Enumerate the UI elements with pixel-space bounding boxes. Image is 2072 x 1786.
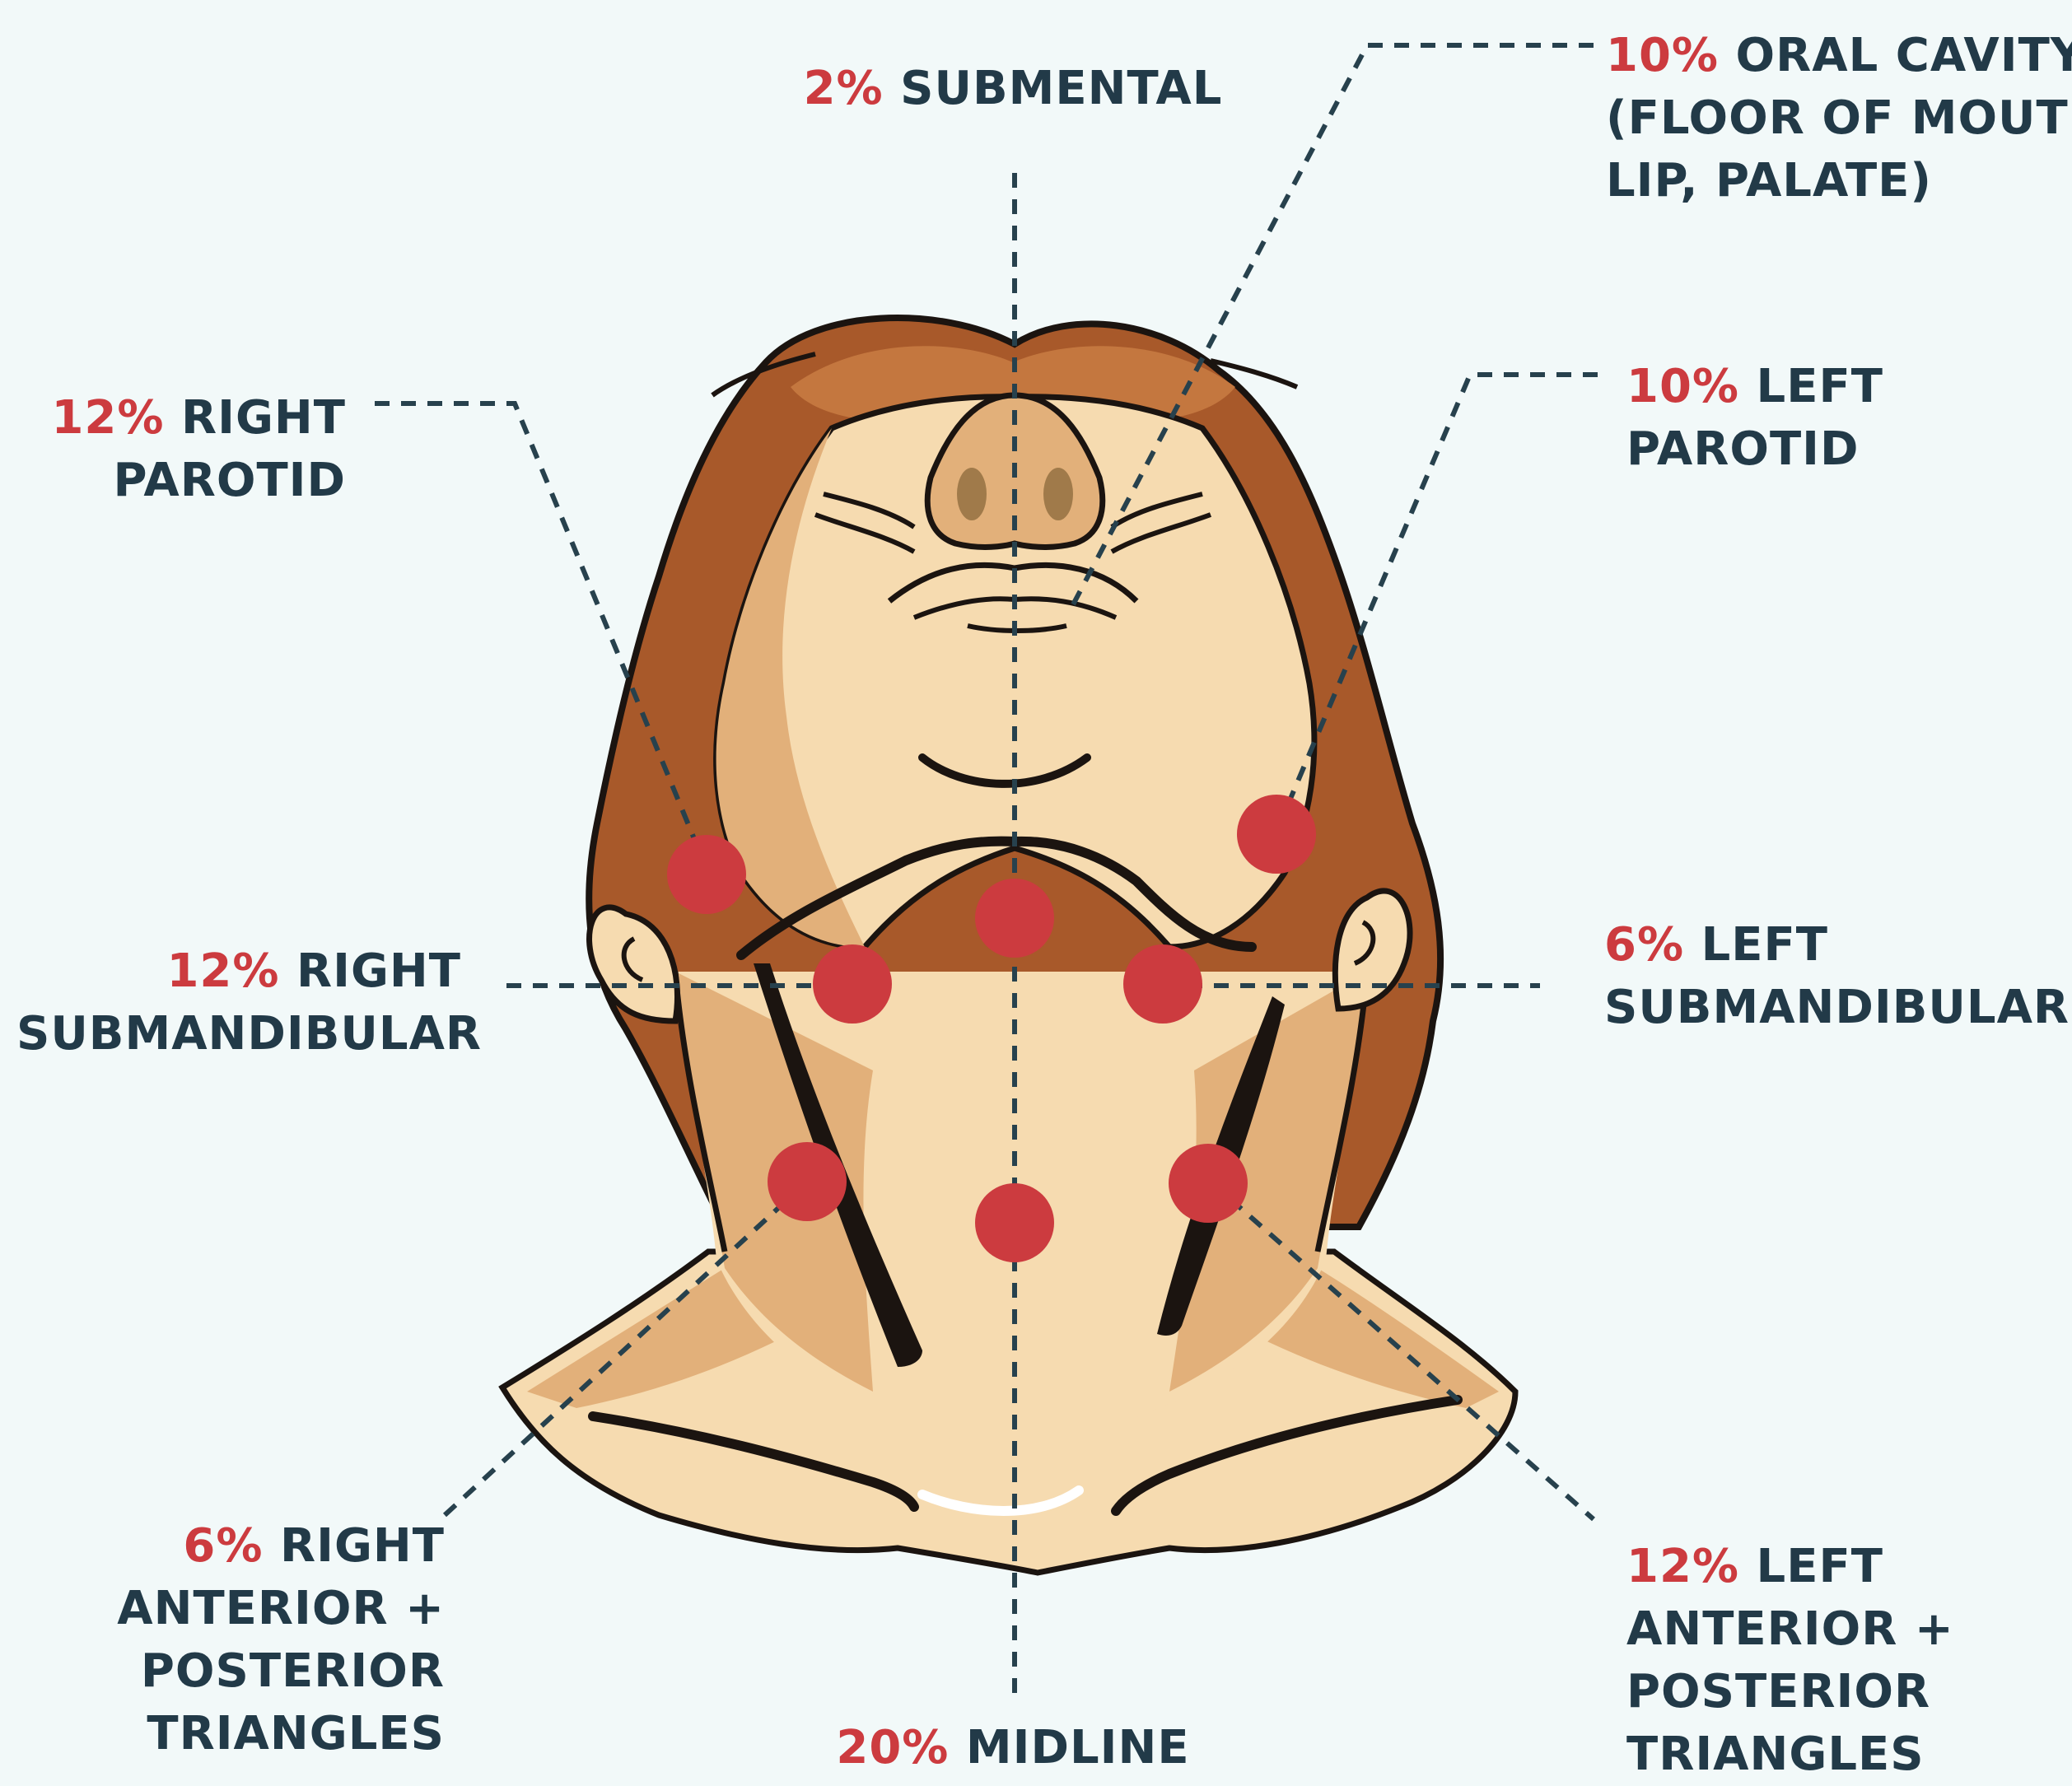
node-midline — [975, 1183, 1054, 1262]
label-text: PAROTID — [33, 450, 346, 512]
label-text: (FLOOR OF MOUTH, — [1606, 87, 2072, 150]
label-text: PAROTID — [1626, 418, 1883, 481]
label-percent: 2% — [804, 62, 884, 115]
label-text: ANTERIOR + — [82, 1578, 445, 1640]
label-text: ANTERIOR + — [1626, 1598, 1954, 1661]
node-right-submandibular — [813, 944, 892, 1024]
label-text: POSTERIOR — [82, 1640, 445, 1703]
label-percent: 10% — [1626, 360, 1739, 413]
label-text: TRIANGLES — [1626, 1723, 1954, 1786]
label-text: TRIANGLES — [82, 1703, 445, 1765]
label-percent: 6% — [1604, 918, 1684, 972]
label-left-submandibular: 6% LEFT SUBMANDIBULAR — [1604, 914, 2070, 1039]
label-left-parotid: 10% LEFT PAROTID — [1626, 356, 1883, 481]
label-submental: 2% SUBMENTAL — [791, 58, 1235, 120]
label-text: LEFT — [1701, 918, 1828, 972]
node-submental — [975, 879, 1054, 958]
label-percent: 10% — [1606, 29, 1719, 82]
label-percent: 12% — [166, 944, 279, 998]
label-text: RIGHT — [296, 944, 461, 998]
label-right-triangles: 6% RIGHT ANTERIOR + POSTERIOR TRIANGLES — [82, 1515, 445, 1765]
label-text: POSTERIOR — [1626, 1661, 1954, 1723]
node-left-submandibular — [1123, 944, 1202, 1024]
label-text: SUBMENTAL — [900, 62, 1222, 115]
label-text: RIGHT — [280, 1519, 445, 1573]
label-text: LEFT — [1757, 1540, 1883, 1593]
label-left-triangles: 12% LEFT ANTERIOR + POSTERIOR TRIANGLES — [1626, 1536, 1954, 1786]
label-right-submandibular: 12% RIGHT SUBMANDIBULAR — [16, 940, 461, 1066]
node-right-parotid — [667, 835, 746, 914]
label-percent: 20% — [836, 1721, 949, 1774]
nostril — [957, 468, 987, 520]
label-text: LIP, PALATE) — [1606, 150, 2072, 212]
label-text: ORAL CAVITY — [1736, 29, 2072, 82]
label-text: SUBMANDIBULAR — [1604, 977, 2070, 1039]
node-right-triangles — [768, 1142, 847, 1221]
node-left-parotid — [1237, 795, 1316, 874]
label-midline: 20% MIDLINE — [791, 1717, 1235, 1779]
label-oral-cavity: 10% ORAL CAVITY (FLOOR OF MOUTH, LIP, PA… — [1606, 25, 2072, 212]
label-percent: 12% — [51, 391, 164, 445]
label-percent: 12% — [1626, 1540, 1739, 1593]
label-right-parotid: 12% RIGHT PAROTID — [33, 387, 346, 512]
label-text: LEFT — [1757, 360, 1883, 413]
label-text: SUBMANDIBULAR — [16, 1003, 461, 1066]
label-text: MIDLINE — [966, 1721, 1190, 1774]
label-percent: 6% — [183, 1519, 263, 1573]
label-text: RIGHT — [181, 391, 346, 445]
nostril — [1043, 468, 1073, 520]
node-left-triangles — [1169, 1144, 1248, 1223]
